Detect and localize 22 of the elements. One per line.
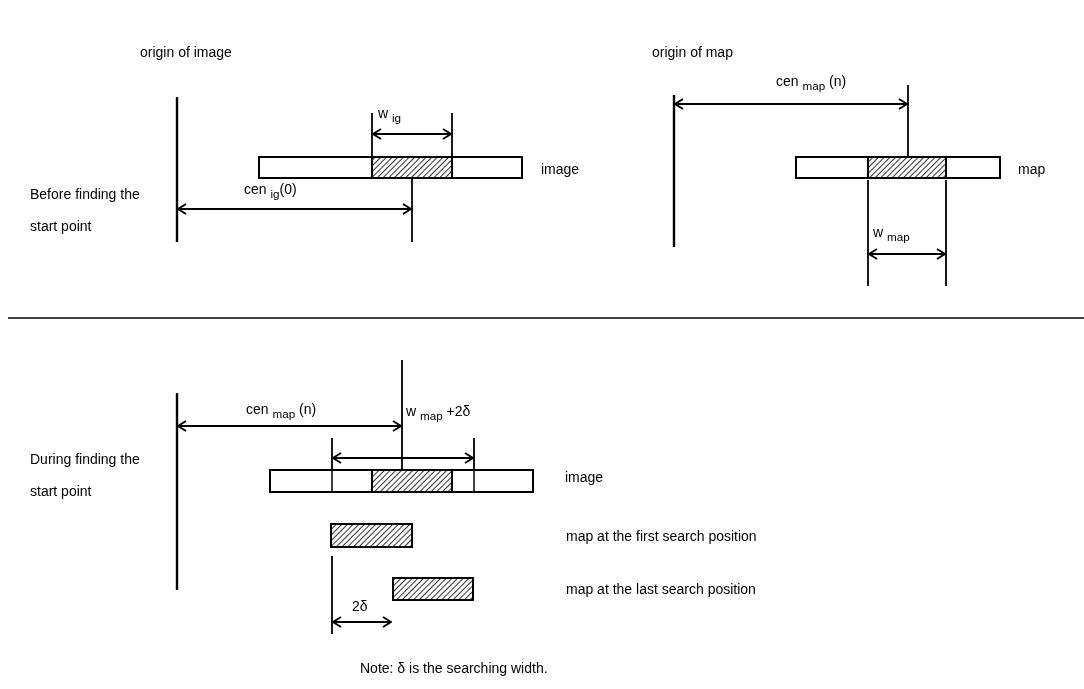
part-label: image <box>541 160 580 178</box>
row-label: During finding the start point <box>30 450 141 501</box>
note-text: Note: δ is the searching width. <box>360 659 548 677</box>
hatched-segment <box>371 469 453 493</box>
dimension-label: w $_{map}$ <box>873 223 910 245</box>
part-label: image <box>565 468 604 486</box>
hatched-segment <box>371 156 453 179</box>
legend-text: map at the first search position <box>566 527 757 545</box>
row-label: Before finding the start point <box>30 185 141 236</box>
dimension-label: cen $_{map}$ (n) <box>776 72 847 94</box>
hatched-map-bar <box>392 577 474 601</box>
legend-text: map at the last search position <box>566 580 756 598</box>
hatched-map-bar <box>330 523 413 548</box>
origin-label: origin of image <box>140 43 232 61</box>
dimension-label: w $_{map}$ +2δ <box>406 402 471 424</box>
origin-label: origin of map <box>652 43 733 61</box>
hatched-segment <box>867 156 947 179</box>
dimension-label: w $_{ig}$ <box>378 104 402 126</box>
part-label: map <box>1018 160 1046 178</box>
dimension-label: cen $_{ig}$(0) <box>244 180 297 202</box>
dimension-label: 2δ <box>352 597 368 615</box>
dimension-label: cen $_{map}$ (n) <box>246 400 317 422</box>
